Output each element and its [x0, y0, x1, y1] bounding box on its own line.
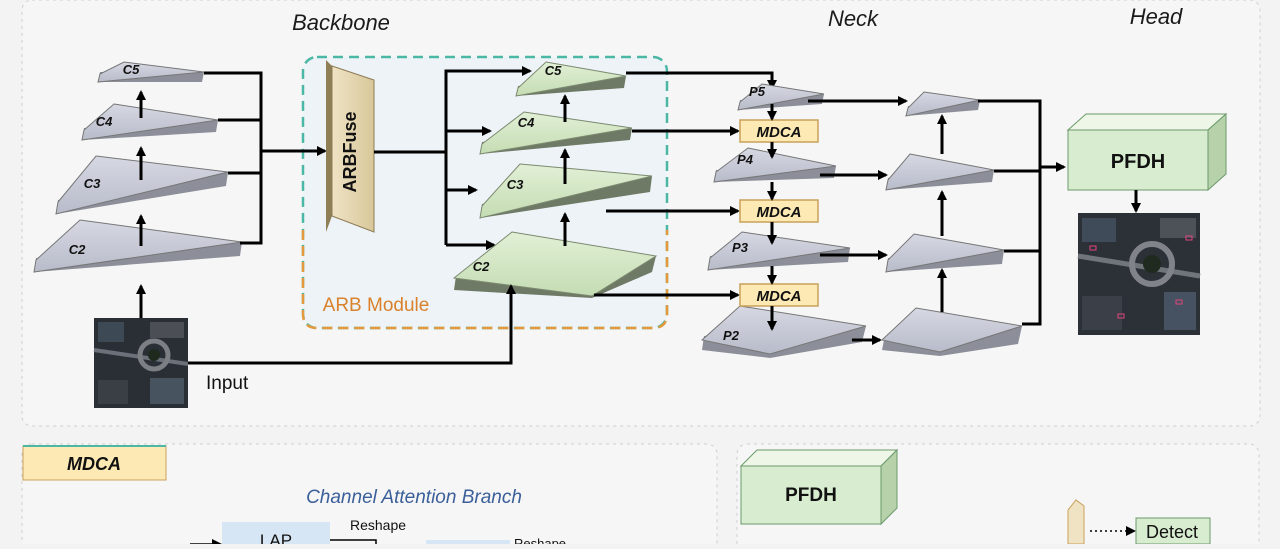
neck-label-p3: P3 — [732, 240, 749, 255]
backbone-plane-c5 — [97, 61, 205, 83]
backbone-label-c5: C5 — [123, 62, 140, 77]
pan-plane-3 — [885, 233, 1005, 273]
arb-label-c5: C5 — [545, 63, 562, 78]
backbone-label-c3: C3 — [84, 176, 101, 191]
backbone-label-c4: C4 — [96, 114, 113, 129]
pan-plane-2 — [885, 153, 995, 191]
backbone-plane-c3 — [55, 155, 229, 215]
mdca-box-3-label: MDCA — [757, 288, 802, 305]
arbfuse-label: ARBFuse — [340, 111, 360, 192]
neck-label-p5: P5 — [749, 84, 766, 99]
mdca-box-3: MDCA — [739, 283, 819, 307]
neck-plane-p4 — [713, 147, 837, 183]
arb-to-neck-wires — [594, 71, 777, 300]
arb-plane-c4 — [479, 111, 633, 155]
output-detection-image — [1077, 213, 1201, 335]
arbfuse-block — [326, 60, 375, 233]
arb-label-c2: C2 — [473, 259, 490, 274]
backbone-bus — [204, 71, 327, 245]
detect-box — [1135, 517, 1211, 545]
neck-label-p2: P2 — [723, 328, 740, 343]
neck-label-p4: P4 — [737, 152, 754, 167]
neck-plane-p5 — [737, 83, 825, 111]
backbone-plane-c2 — [33, 219, 243, 273]
neck-plane-p2 — [700, 305, 867, 358]
channel-attention-branch-title: Channel Attention Branch — [306, 487, 522, 508]
mdca-box-1-label: MDCA — [757, 124, 802, 141]
arb-module-box-lower — [301, 230, 669, 330]
arb-plane-c3 — [479, 163, 653, 219]
mdca-box-2: MDCA — [739, 199, 819, 223]
input-image — [93, 318, 189, 408]
reshape-wire — [330, 539, 377, 544]
arb-module-label: ARB Module — [323, 295, 430, 316]
reshape-block — [426, 540, 510, 546]
legend-pfdh-title: PFDH — [785, 485, 837, 506]
arbfuse-output-bus — [374, 66, 532, 250]
reshape-label-2: Reshape — [514, 536, 566, 544]
legend-pfdh-block — [739, 448, 899, 526]
backbone-title: Backbone — [292, 10, 390, 35]
arb-plane-c5 — [515, 61, 627, 97]
legend-mdca-tag — [22, 445, 167, 481]
pan-plane-1 — [905, 91, 981, 117]
arb-plane-c2 — [452, 231, 658, 298]
pan-plane-4 — [880, 307, 1023, 356]
reshape-label-1: Reshape — [350, 517, 406, 533]
backbone-label-c2: C2 — [69, 242, 86, 257]
neck-lateral-arrows — [808, 96, 908, 345]
mdca-box-2-label: MDCA — [757, 204, 802, 221]
arrow-input-arb-c2 — [188, 284, 516, 365]
head-bus — [978, 99, 1066, 326]
head-title: Head — [1130, 4, 1183, 29]
arb-label-c4: C4 — [518, 115, 535, 130]
pfdh-head-block — [1066, 112, 1228, 192]
neck-plane-p3 — [707, 231, 851, 271]
detect-branch-block — [1067, 499, 1085, 545]
lap-label: LAP — [260, 531, 292, 544]
input-label: Input — [206, 373, 249, 394]
backbone-plane-c4 — [81, 103, 219, 141]
detect-label: Detect — [1146, 522, 1198, 542]
mdca-legend-panel — [21, 443, 718, 549]
neck-title: Neck — [828, 6, 879, 31]
pfdh-head-label: PFDH — [1111, 151, 1165, 173]
arb-label-c3: C3 — [507, 177, 524, 192]
legend-mdca-title: MDCA — [67, 454, 121, 474]
mdca-box-1: MDCA — [739, 119, 819, 143]
